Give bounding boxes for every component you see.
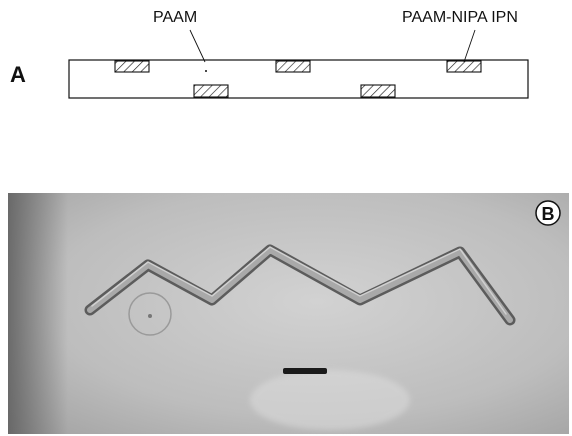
ipn-segment <box>276 61 310 72</box>
ipn-segment <box>361 85 395 97</box>
panel-a-schematic <box>69 30 528 98</box>
panel-b-letter: B <box>542 204 555 224</box>
ipn-segment <box>115 61 149 72</box>
scale-bar <box>283 368 327 374</box>
paam-leader-line <box>190 30 205 62</box>
air-bubble-center <box>148 314 152 318</box>
paam-dot <box>205 70 207 72</box>
ipn-segment <box>194 85 228 97</box>
photo-light-streak <box>250 370 410 430</box>
ipn-leader-line <box>464 30 475 62</box>
ipn-segment <box>447 61 481 72</box>
panel-b-photo: B <box>8 193 569 434</box>
photo-left-shadow <box>8 193 68 434</box>
